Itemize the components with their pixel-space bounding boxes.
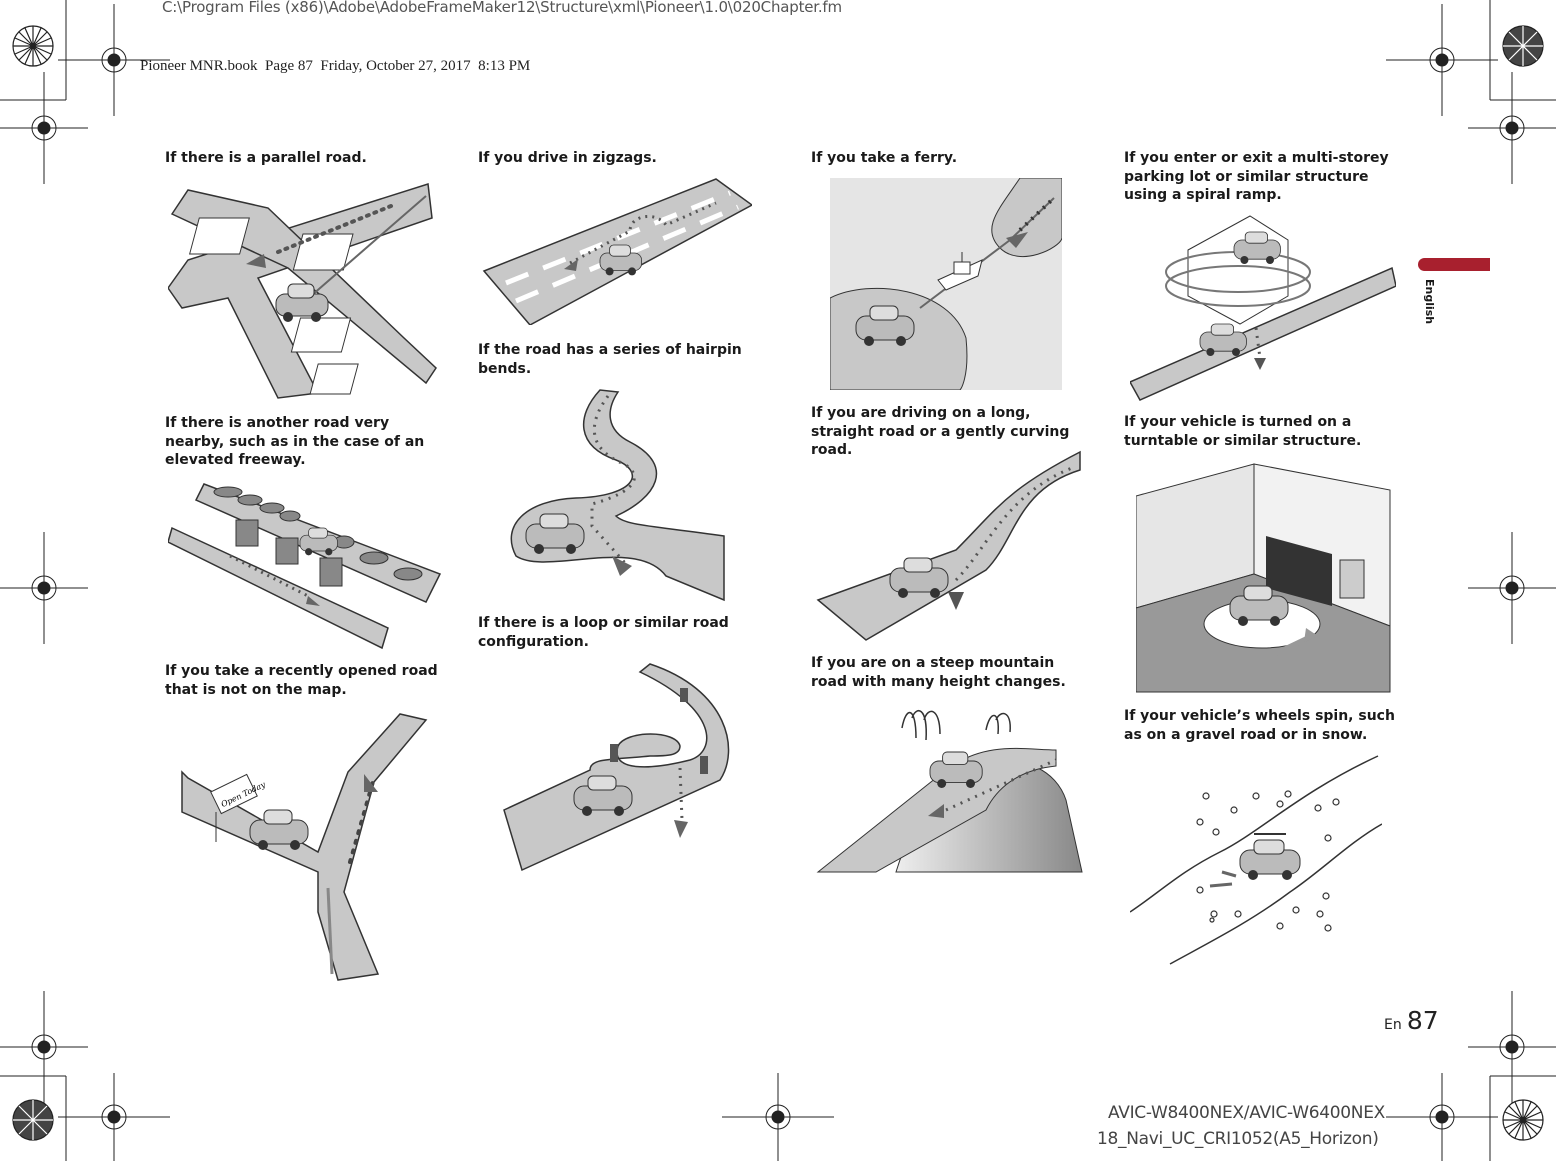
caption-mountain: If you are on a steep mountain road with… — [811, 655, 1066, 690]
document-code: 18_Navi_UC_CRI1052(A5_Horizon) — [1097, 1129, 1379, 1149]
mountain-illustration — [816, 709, 1083, 873]
language-label: English — [1423, 279, 1436, 325]
gravel-dots — [1196, 790, 1340, 932]
book-info-line: Pioneer MNR.book Page 87 Friday, October… — [140, 58, 531, 74]
page-number-value: 87 — [1406, 1006, 1439, 1035]
caption-ferry: If you take a ferry. — [811, 150, 958, 166]
caption-new-road: If you take a recently opened road that … — [165, 663, 438, 698]
caption-hairpin: If the road has a series of hairpin bend… — [478, 342, 742, 377]
caption-spiral: If you enter or exit a multi-storey park… — [1124, 150, 1389, 203]
language-tab — [1418, 258, 1490, 271]
loop-illustration — [503, 663, 730, 872]
caption-turntable: If your vehicle is turned on a turntable… — [1124, 414, 1362, 449]
wheel-spin-illustration — [1130, 755, 1382, 965]
hairpin-illustration — [510, 389, 725, 602]
car-icon — [1233, 231, 1281, 264]
ferry-boat-icon — [937, 252, 983, 291]
car-icon — [299, 527, 338, 556]
page-number: En 87 — [1384, 1006, 1439, 1035]
ferry-illustration — [830, 178, 1062, 390]
car-icon — [525, 513, 585, 554]
spiral-ramp-illustration — [1130, 215, 1396, 401]
turntable-illustration — [1136, 463, 1391, 693]
new-road-illustration: Open Today — [181, 713, 428, 981]
caption-long-road: If you are driving on a long, straight r… — [811, 405, 1070, 458]
model-name: AVIC-W8400NEX/AVIC-W6400NEX — [1108, 1103, 1385, 1123]
caption-loop: If there is a loop or similar road confi… — [478, 615, 729, 650]
caption-parallel-road: If there is a parallel road. — [165, 150, 367, 166]
car-icon — [1229, 585, 1289, 626]
zigzag-illustration — [482, 178, 752, 325]
long-road-illustration — [816, 450, 1081, 641]
car-icon — [929, 751, 983, 788]
car-icon — [573, 775, 633, 816]
caption-nearby-road: If there is another road very nearby, su… — [165, 415, 425, 468]
caption-wheels-spin: If your vehicle’s wheels spin, such as o… — [1124, 708, 1395, 743]
file-path: C:\Program Files (x86)\Adobe\AdobeFrameM… — [162, 0, 842, 16]
car-icon — [855, 305, 915, 346]
elevated-freeway-illustration — [168, 483, 442, 650]
caption-zigzag: If you drive in zigzags. — [478, 150, 657, 166]
road-sign — [210, 773, 258, 815]
car-icon — [889, 557, 949, 598]
car-icon — [1239, 833, 1301, 880]
car-icon — [249, 809, 309, 850]
car-icon — [275, 283, 329, 322]
car-icon — [599, 244, 643, 276]
parallel-road-illustration — [168, 183, 437, 399]
motion-lines-icon — [901, 709, 1011, 741]
car-icon — [1199, 323, 1247, 356]
page-prefix: En — [1384, 1017, 1402, 1033]
